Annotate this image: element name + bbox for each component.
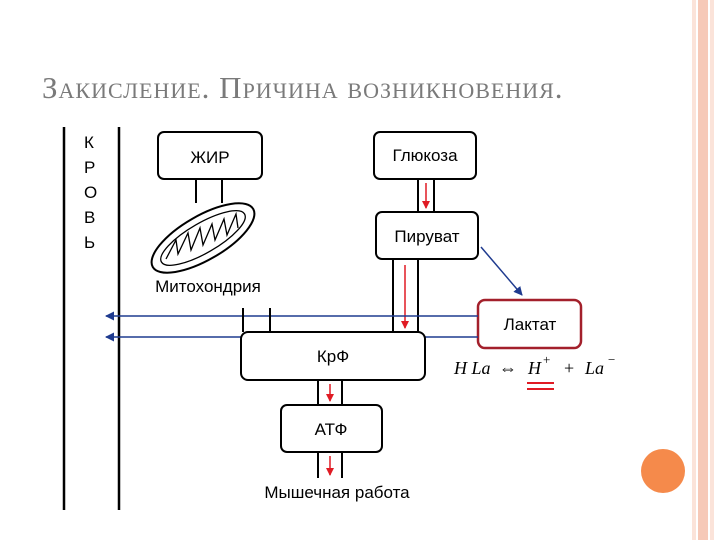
equation-left: H La (453, 358, 491, 378)
decor-stripe-left (692, 0, 696, 540)
glucose-label: Глюкоза (392, 146, 458, 165)
decor-stripe-right (710, 0, 714, 540)
equation-plus: + (564, 358, 574, 378)
lactate-box (476, 298, 583, 350)
slide-title: Закисление. Причина возникновения. (42, 70, 564, 105)
equation-h-charge: + (543, 352, 550, 367)
equation-h: H (527, 358, 542, 378)
pyruvate-to-lactate-arrow (480, 246, 523, 296)
blood-letter-2: Р (84, 158, 95, 177)
pyruvate-box (375, 211, 479, 260)
mitochondria-label: Митохондрия (155, 277, 261, 296)
creatine-phosphate-label: КрФ (317, 347, 349, 366)
blood-letter-5: Ь (84, 233, 95, 252)
blood-letter-4: В (84, 208, 95, 227)
pyruvate-label: Пируват (394, 227, 459, 246)
atp-box (280, 404, 383, 453)
equation-la-charge: − (608, 352, 615, 367)
lactate-label: Лактат (504, 315, 557, 334)
blood-letter-3: О (84, 183, 97, 202)
equation-arrow: ⇔ (499, 358, 517, 378)
decor-orange-circle (641, 449, 685, 493)
creatine-phosphate-box (240, 331, 426, 381)
mitochondrion-icon (150, 202, 256, 274)
glucose-box (373, 131, 477, 180)
muscle-work-label: Мышечная работа (264, 483, 410, 502)
dissociation-equation: H La ⇔ H + + La − (453, 352, 615, 390)
equation-la: La (584, 358, 604, 378)
fat-box (157, 131, 263, 180)
decor-stripe-main (698, 0, 708, 540)
fat-label: ЖИР (190, 148, 229, 167)
blood-letter-1: К (84, 133, 94, 152)
atp-label: АТФ (315, 420, 348, 439)
